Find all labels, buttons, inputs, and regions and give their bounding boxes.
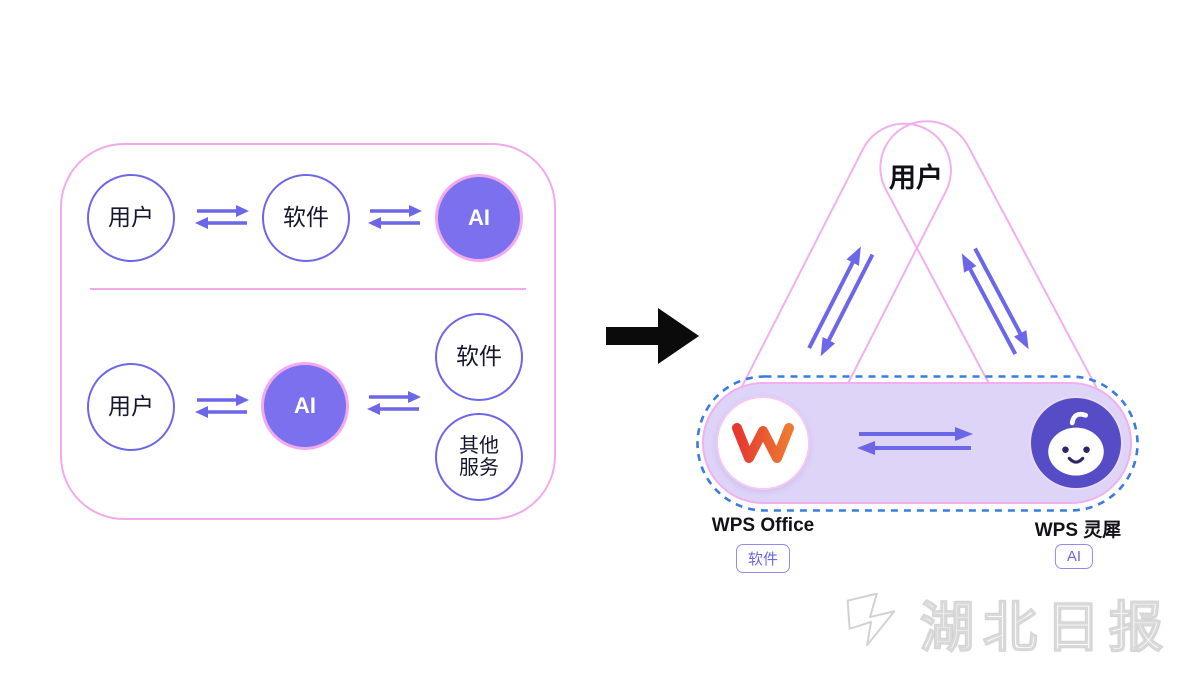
ai-circle-top: AI	[435, 174, 523, 262]
right-edge-arrows-icon	[949, 241, 1036, 363]
pill-arrows-icon	[855, 426, 975, 461]
other-services-label-line2: 服务	[459, 457, 499, 479]
wps-office-logo-icon	[716, 396, 810, 490]
other-services-circle: 其他 服务	[435, 413, 523, 501]
ai-badge: AI	[1054, 544, 1094, 569]
panel-divider	[90, 288, 526, 290]
dashed-highlight-border	[695, 374, 1141, 519]
triangle-user-label: 用户	[889, 163, 943, 193]
left-edge-arrows-icon	[800, 241, 886, 364]
watermark-logo-icon	[836, 585, 906, 660]
software-label: 软件	[283, 204, 329, 231]
software-badge: 软件	[735, 544, 791, 573]
watermark-text: 湖北日报	[919, 594, 1172, 660]
wps-lingxi-label: WPS 灵犀	[1034, 520, 1122, 541]
other-services-label-line1: 其他	[459, 434, 499, 457]
bidirectional-arrow-icon	[194, 393, 250, 424]
software-circle-top: 软件	[262, 174, 350, 262]
user-circle-top: 用户	[87, 174, 175, 262]
user-label: 用户	[108, 393, 154, 420]
bidirectional-arrow-icon	[367, 204, 423, 235]
wps-lingxi-logo-icon	[1029, 396, 1123, 490]
ai-circle-bottom: AI	[261, 362, 349, 450]
ai-label: AI	[468, 204, 490, 230]
transform-arrow-icon	[606, 303, 700, 374]
user-circle-bottom: 用户	[87, 363, 175, 451]
ai-label: AI	[294, 392, 316, 418]
bidirectional-arrow-icon	[366, 390, 422, 421]
watermark: 湖北日报	[836, 583, 1172, 662]
wps-office-label: WPS Office	[711, 515, 815, 536]
user-label: 用户	[108, 204, 154, 231]
software-circle-bottom: 软件	[435, 313, 523, 401]
software-label: 软件	[456, 343, 502, 370]
bidirectional-arrow-icon	[194, 204, 250, 235]
